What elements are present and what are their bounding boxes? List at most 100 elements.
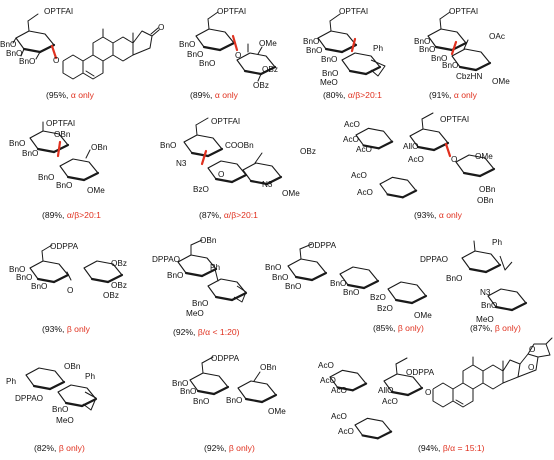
atom-label: BnO <box>442 61 458 70</box>
selectivity-value: β only) <box>495 323 521 333</box>
yield-caption: (94%, β/α = 15:1) <box>418 443 485 453</box>
atom-label: OBn <box>477 196 494 205</box>
steroid-ring-c2 <box>482 364 504 390</box>
bond <box>41 244 53 252</box>
ring-front-edge <box>434 45 454 52</box>
atom-label: MeO <box>186 309 204 318</box>
bond <box>299 243 313 250</box>
selectivity-value: β/α = 15:1) <box>443 443 485 453</box>
atom-label: OBz <box>262 65 278 74</box>
atom-label: AllO <box>378 386 393 395</box>
bond <box>27 20 30 32</box>
selectivity-value: β only <box>67 324 91 334</box>
atom-label: AcO <box>356 145 372 154</box>
atom-label: BnO <box>167 271 183 280</box>
oxygen-label: O <box>158 23 164 32</box>
atom-label: BnO <box>9 139 25 148</box>
ring-front-edge <box>218 41 236 52</box>
ring-front-edge <box>376 430 393 440</box>
atom-label: BnO <box>446 274 462 283</box>
atom-label: Ph <box>373 44 383 53</box>
ring-front-edge <box>474 61 492 72</box>
ring-front-edge <box>377 140 394 150</box>
bond <box>257 46 263 55</box>
bond <box>207 11 219 20</box>
atom-label: BnO <box>0 40 16 49</box>
ring-front-edge <box>390 390 410 397</box>
atom-label: MeO <box>476 315 494 324</box>
yield-caption: (89%, α only <box>190 90 239 100</box>
ring-front-edge <box>478 167 496 178</box>
selectivity-value: α only <box>215 90 239 100</box>
yield-value: (89%, <box>42 210 67 220</box>
bond <box>299 248 302 260</box>
ring-front-edge <box>243 69 263 76</box>
atom-label: BnO <box>52 405 68 414</box>
yield-caption: (85%, β only) <box>373 323 424 333</box>
atom-label: AcO <box>344 120 360 129</box>
bond <box>207 18 210 30</box>
ring-front-edge <box>494 305 514 312</box>
atom-label: BnO <box>180 387 196 396</box>
atom-label: Ph <box>492 238 502 247</box>
atom-label: BnO <box>179 40 195 49</box>
atom-label: OBn <box>54 130 71 139</box>
selectivity-value: α/β>20:1 <box>67 210 101 220</box>
yield-caption: (87%, α/β>20:1 <box>199 210 258 220</box>
atom-label: BnO <box>192 299 208 308</box>
ring-front-edge <box>386 193 404 199</box>
atom-label: BnO <box>265 263 281 272</box>
ketone-bond <box>150 27 159 35</box>
leaving-group-label: OPTFAI <box>211 117 240 126</box>
yield-caption: (95%, α only <box>46 90 95 100</box>
atom-label: OMe <box>475 152 493 161</box>
bond <box>421 118 424 130</box>
selectivity-value: α only <box>454 90 478 100</box>
atom-label: OBn <box>91 143 108 152</box>
bond <box>421 112 434 120</box>
bond <box>195 117 209 126</box>
leaving-group-label: OPTFAI <box>339 7 368 16</box>
atom-label: BnO <box>419 45 435 54</box>
bond <box>190 239 203 246</box>
atom-label: BnO <box>303 37 319 46</box>
ring-front-edge <box>401 189 418 199</box>
yield-caption: (80%, α/β>20:1 <box>323 90 382 100</box>
atom-label: OBz <box>111 281 127 290</box>
ring-front-edge <box>260 393 278 404</box>
atom-label: BnO <box>19 57 35 66</box>
ring-front-edge <box>36 277 56 284</box>
yield-value: (91%, <box>429 90 454 100</box>
yield-value: (85%, <box>373 323 398 333</box>
selectivity-value: α only <box>71 90 95 100</box>
bond <box>473 240 476 252</box>
ring-front-edge <box>90 277 110 284</box>
ring-front-edge <box>346 283 366 290</box>
ring-front-edge <box>212 385 230 396</box>
yield-caption: (92%, β/α < 1:20) <box>173 327 240 337</box>
yield-value: (93%, <box>42 324 67 334</box>
atom-label: BnO <box>16 273 32 282</box>
bond <box>27 13 39 22</box>
ring-front-edge <box>351 382 368 392</box>
atom-label: OMe <box>414 311 432 320</box>
atom-label: BnO <box>187 50 203 59</box>
leaving-group-label: OPTFAI <box>44 7 73 16</box>
atom-label: BnO <box>330 279 346 288</box>
selectivity-value: α only <box>439 210 463 220</box>
ring-front-edge <box>32 384 52 391</box>
bond <box>195 124 198 136</box>
leaving-group-label: ODPPA <box>406 368 435 377</box>
atom-label: BnO <box>306 46 322 55</box>
atom-label: Ph <box>210 263 220 272</box>
ring-front-edge <box>265 175 283 186</box>
ring-front-edge <box>36 147 56 154</box>
yield-caption: (93%, α only <box>414 210 463 220</box>
